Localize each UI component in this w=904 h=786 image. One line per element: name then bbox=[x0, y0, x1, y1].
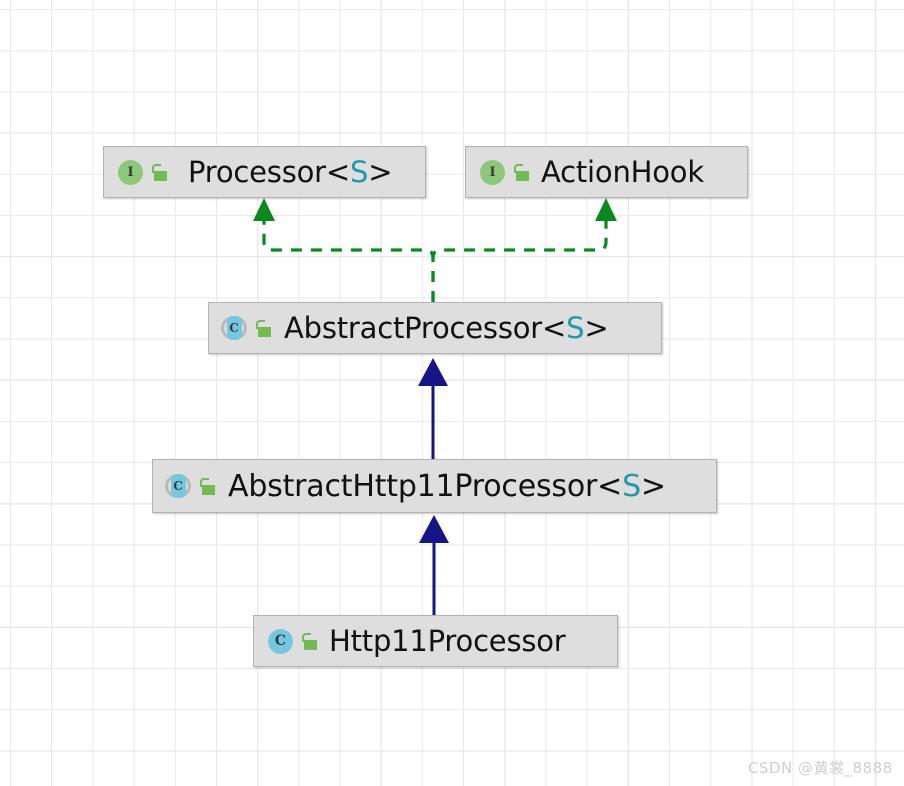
edge-inheritance-abstract-processor bbox=[418, 358, 448, 459]
generic-close-bracket: > bbox=[584, 311, 609, 345]
unlock-icon bbox=[513, 163, 529, 181]
abstract-class-icon: C bbox=[164, 473, 192, 499]
class-name-processor: Processor<S> bbox=[188, 155, 393, 189]
generic-open-bracket: < bbox=[542, 311, 567, 345]
generic-param: S bbox=[566, 311, 585, 345]
generic-open-bracket: < bbox=[597, 468, 623, 504]
class-node-processor[interactable]: I Processor<S> bbox=[103, 146, 426, 198]
class-node-http11-processor[interactable]: C Http11Processor bbox=[253, 615, 618, 667]
generic-close-bracket: > bbox=[640, 468, 666, 504]
generic-close-bracket: > bbox=[368, 155, 393, 189]
generic-param: S bbox=[350, 155, 369, 189]
abstract-class-letter: C bbox=[170, 474, 186, 498]
node-icons-abstract-processor: C bbox=[220, 315, 271, 341]
unlock-icon bbox=[151, 163, 167, 181]
generic-open-bracket: < bbox=[325, 155, 350, 189]
class-name-text: AbstractHttp11Processor bbox=[228, 468, 598, 504]
class-name-abstract-processor: AbstractProcessor<S> bbox=[284, 311, 609, 345]
class-node-abstract-processor[interactable]: C AbstractProcessor<S> bbox=[208, 302, 662, 354]
class-name-text: Processor bbox=[188, 155, 326, 189]
class-name-text: AbstractProcessor bbox=[284, 311, 543, 345]
class-node-abstract-http11-processor[interactable]: C AbstractHttp11Processor<S> bbox=[152, 459, 717, 513]
edge-realization-actionhook bbox=[431, 198, 617, 302]
class-name-text: ActionHook bbox=[541, 155, 704, 189]
edge-inheritance-abstract-http11 bbox=[419, 515, 449, 615]
csdn-watermark: CSDN @黄裳_8888 bbox=[748, 759, 893, 777]
node-icons-actionhook: I bbox=[480, 159, 529, 185]
unlock-icon bbox=[199, 477, 215, 495]
class-name-abstract-http11-processor: AbstractHttp11Processor<S> bbox=[228, 469, 666, 504]
node-icons-processor: I bbox=[118, 159, 167, 185]
class-name-text: Http11Processor bbox=[329, 624, 566, 658]
unlock-icon bbox=[301, 632, 317, 650]
edge-realization-processor bbox=[253, 198, 435, 302]
node-icons-http11-processor: C bbox=[268, 628, 317, 654]
class-node-actionhook[interactable]: I ActionHook bbox=[465, 146, 748, 198]
abstract-class-icon: C bbox=[220, 315, 248, 341]
generic-param: S bbox=[622, 468, 641, 504]
class-name-actionhook: ActionHook bbox=[541, 155, 704, 189]
node-icons-abstract-http11-processor: C bbox=[164, 473, 215, 499]
class-icon: C bbox=[268, 628, 293, 654]
interface-icon: I bbox=[118, 159, 143, 185]
abstract-class-letter: C bbox=[226, 316, 242, 340]
class-name-http11-processor: Http11Processor bbox=[329, 624, 566, 658]
unlock-icon bbox=[255, 319, 271, 337]
interface-icon: I bbox=[480, 159, 505, 185]
